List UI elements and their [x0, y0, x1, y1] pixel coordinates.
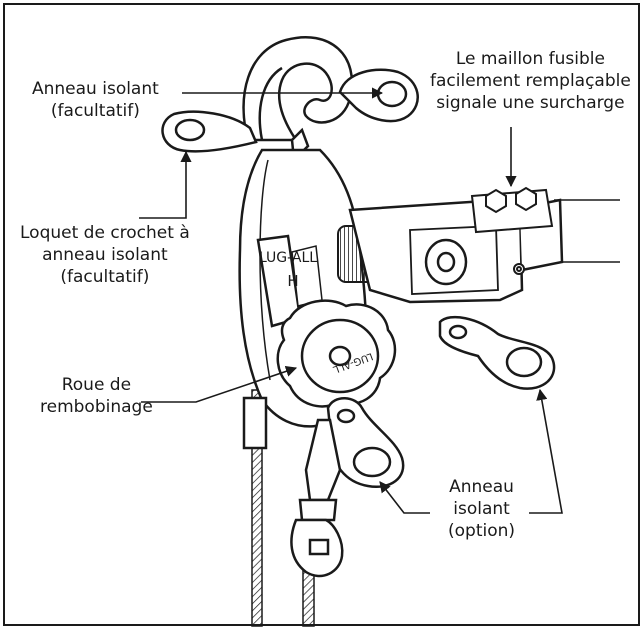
top-insulating-ring	[340, 70, 418, 121]
top-hook	[244, 37, 352, 160]
label-line: Anneau isolant	[32, 78, 159, 100]
label-line: (option)	[448, 520, 515, 542]
label-line: Le maillon fusible	[430, 48, 631, 70]
right-insulating-ring	[440, 317, 554, 389]
leader-hook-latch	[139, 152, 186, 218]
leader-ring-option-right	[529, 390, 562, 513]
label-rewind-wheel: Roue de rembobinage	[40, 374, 153, 418]
label-insulating-ring-option: Anneau isolant (option)	[448, 476, 515, 542]
label-line: Roue de	[40, 374, 153, 396]
rewind-wheel	[278, 301, 395, 407]
size-letter-text: H	[287, 272, 298, 290]
label-insulating-ring: Anneau isolant (facultatif)	[32, 78, 159, 122]
brand-plate-text: LUG-ALL	[259, 250, 317, 266]
label-line: Anneau	[448, 476, 515, 498]
label-hook-latch: Loquet de crochet à anneau isolant (facu…	[20, 222, 190, 288]
label-line: Loquet de crochet à	[20, 222, 190, 244]
label-line: anneau isolant	[20, 244, 190, 266]
label-line: (facultatif)	[32, 100, 159, 122]
hook-latch-ring	[163, 112, 256, 152]
label-line: signale une surcharge	[430, 92, 631, 114]
label-line: isolant	[448, 498, 515, 520]
label-line: rembobinage	[40, 396, 153, 418]
label-line: facilement remplaçable	[430, 70, 631, 92]
lower-hook	[291, 420, 342, 576]
label-fuse-link: Le maillon fusible facilement remplaçabl…	[430, 48, 631, 114]
leader-ring-option-left	[380, 482, 430, 513]
label-line: (facultatif)	[20, 266, 190, 288]
